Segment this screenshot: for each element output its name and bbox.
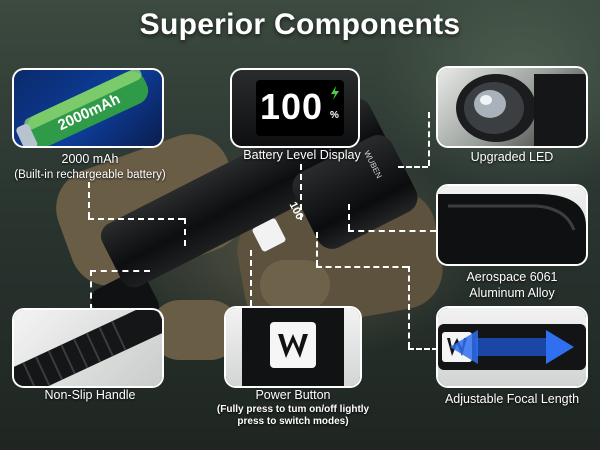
arrow-right-icon	[546, 330, 574, 364]
connector-line	[348, 204, 350, 230]
aluminum-body-image	[438, 194, 586, 264]
battery-label: 2000 mAh	[61, 152, 119, 166]
aluminum-label-line1: Aerospace 6061	[466, 270, 558, 284]
power-note-line2: press to switch modes)	[237, 416, 349, 427]
led-lens-image	[456, 74, 586, 146]
connector-line	[316, 232, 318, 266]
connector-line	[88, 218, 184, 220]
page-title: Superior Components	[139, 8, 461, 41]
connector-line	[408, 348, 438, 350]
display-screen: 100 %	[256, 80, 344, 136]
connector-line	[90, 270, 92, 310]
glove-finger	[260, 260, 330, 310]
power-button-icon	[270, 322, 316, 368]
handle-label: Non-Slip Handle	[44, 388, 136, 402]
charging-bolt-icon	[331, 86, 339, 100]
handle-panel	[14, 310, 162, 386]
display-label: Battery Level Display	[243, 148, 361, 162]
connector-line	[88, 182, 90, 218]
connector-line	[184, 218, 186, 246]
battery-sublabel: (Built-in rechargeable battery)	[14, 169, 166, 181]
power-note-line1: (Fully press to tum on/off lightly	[216, 404, 370, 415]
connector-line	[408, 266, 410, 348]
focal-image	[438, 324, 586, 370]
battery-cell-image: 2000mAh	[16, 70, 149, 146]
led-label: Upgraded LED	[470, 150, 554, 164]
display-panel: 100 %	[232, 70, 358, 146]
connector-line	[250, 250, 252, 306]
connector-line	[316, 266, 408, 268]
connector-line	[428, 112, 430, 166]
arrow-left-icon	[450, 330, 478, 364]
connector-line	[90, 270, 150, 272]
led-panel	[438, 68, 586, 146]
focal-label: Adjustable Focal Length	[444, 392, 580, 406]
connector-line	[348, 230, 436, 232]
display-digits: 100	[260, 86, 324, 127]
power-panel	[226, 308, 360, 386]
power-label: Power Button	[255, 388, 331, 402]
connector-line	[398, 166, 428, 168]
aluminum-panel	[438, 186, 586, 264]
focal-panel	[438, 308, 586, 386]
connector-line	[300, 164, 302, 220]
glove-lower	[150, 300, 240, 360]
aluminum-label-line2: Aluminum Alloy	[469, 286, 555, 300]
handle-image	[14, 310, 162, 386]
display-unit: %	[330, 110, 339, 121]
battery-panel: 2000mAh	[14, 70, 162, 146]
